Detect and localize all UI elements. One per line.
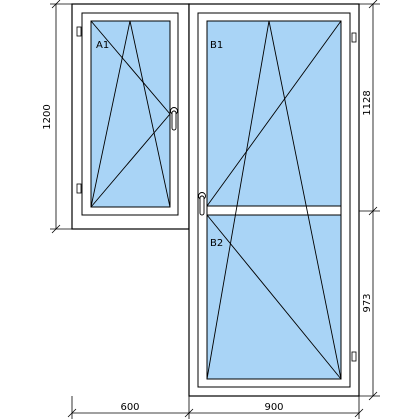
handle-icon: [198, 192, 206, 216]
dimension-left-height: 1200: [42, 104, 53, 129]
transom-bar: [206, 205, 342, 216]
hinge-icon: [76, 26, 82, 37]
sash-label-b2: B2: [210, 238, 223, 249]
glass-pane-a1: [90, 20, 171, 208]
hinge-icon: [351, 32, 357, 43]
opening-line-turn-a1: [90, 20, 171, 208]
dimension-right-lower-height: 973: [362, 293, 373, 312]
hinge-icon: [351, 351, 357, 362]
window-unit-left: A1: [71, 3, 190, 230]
handle-icon: [170, 107, 178, 131]
opening-line-tilt-a1: [90, 20, 171, 208]
sash-label-a1: A1: [96, 40, 109, 51]
hinge-icon: [76, 183, 82, 194]
sash-label-b1: B1: [210, 40, 223, 51]
opening-line-turn-b1: [206, 20, 342, 207]
dimension-left-width: 600: [120, 402, 139, 413]
door-unit-right: B1 B2: [188, 3, 360, 397]
opening-line-tilt-b: [206, 20, 342, 380]
dimension-lines: [50, 0, 380, 419]
dimension-right-width: 900: [264, 402, 283, 413]
dimension-right-upper-height: 1128: [362, 90, 373, 115]
opening-line-turn-b2: [206, 214, 342, 380]
